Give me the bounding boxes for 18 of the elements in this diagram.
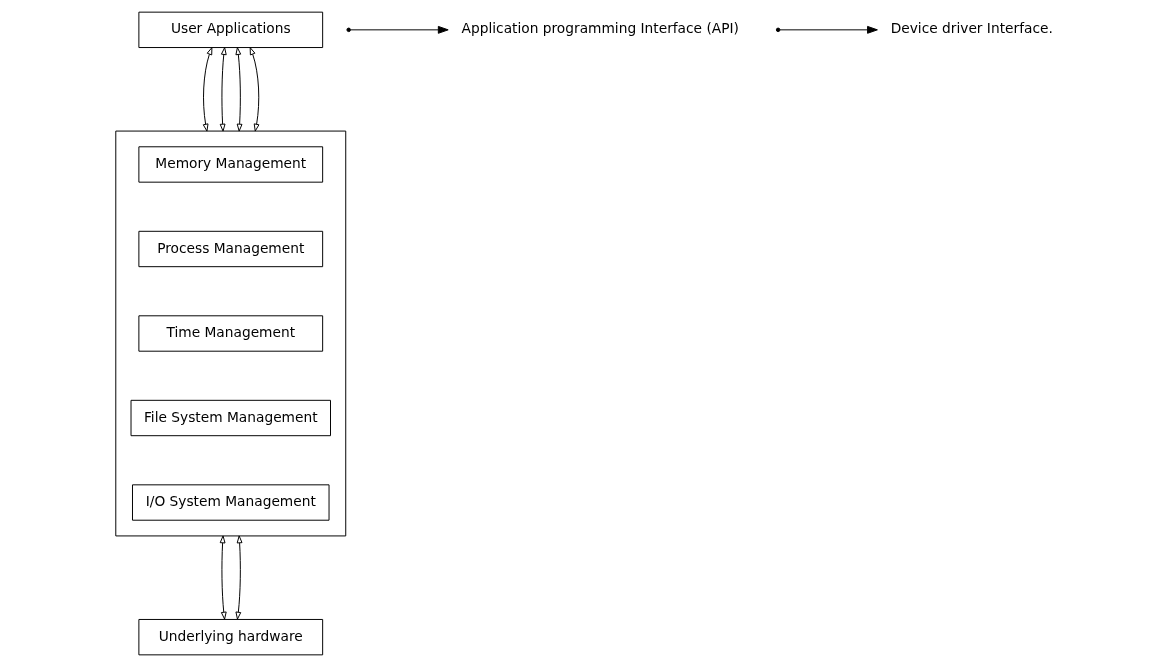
node-box: I/O System Management xyxy=(132,484,330,521)
node-box: Memory Management xyxy=(138,146,324,183)
node-box: Process Management xyxy=(138,230,324,268)
arrow xyxy=(219,535,227,620)
node-text: Device driver Interface. xyxy=(890,20,1053,37)
node-text: Application programming Interface (API) xyxy=(461,20,739,37)
node-box: Time Management xyxy=(138,315,324,352)
cluster xyxy=(115,130,347,537)
arrow xyxy=(219,47,227,132)
node-box: User Applications xyxy=(138,11,324,48)
arrow xyxy=(202,47,213,132)
arrow xyxy=(779,25,878,34)
node-box: File System Management xyxy=(130,399,331,437)
arrow xyxy=(249,47,260,132)
arrow xyxy=(235,535,243,620)
node-box: Underlying hardware xyxy=(138,619,324,656)
arrow xyxy=(350,25,449,34)
arrow xyxy=(235,47,243,132)
